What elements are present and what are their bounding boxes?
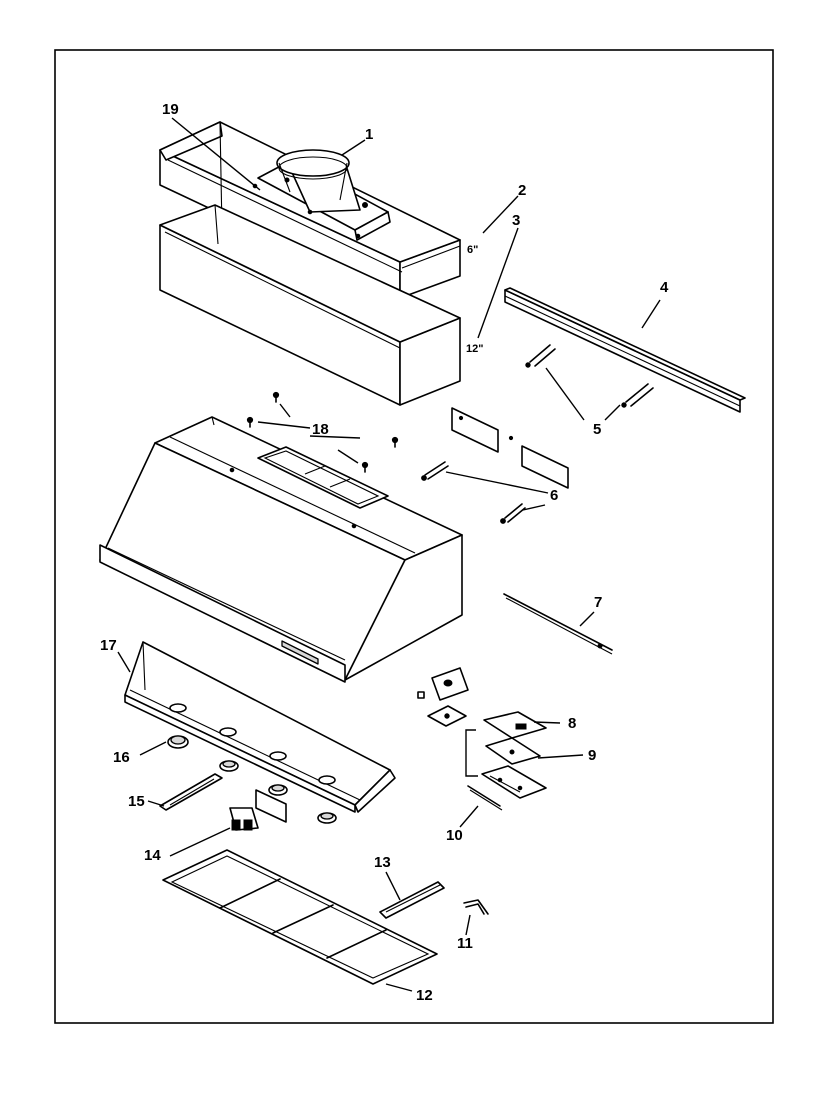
part-11-clip [463,899,489,915]
callout-9: 9 [588,747,596,764]
callout-3: 3 [512,212,520,229]
callout-1: 1 [365,126,373,143]
callout-13: 13 [374,854,391,871]
part-16-knobs [167,735,337,824]
leader-lines [117,117,661,992]
part-14-switch [229,789,287,831]
part-15-slider [159,773,223,811]
part-1-duct-collar [257,149,391,241]
callout-labels: 19 1 2 3 4 5 18 6 7 17 8 16 9 15 10 14 1… [100,101,669,1004]
callout-10: 10 [446,827,463,844]
part-5-screws [525,344,654,408]
callout-12: 12 [416,987,433,1004]
callout-4: 4 [660,279,669,296]
part-18-screws [246,391,399,473]
callout-16: 16 [113,749,130,766]
part-7-rod [503,593,613,655]
part-17-bottom-pan [124,641,396,813]
part-9-circuit-board [485,737,541,765]
callout-18: 18 [312,421,329,438]
dimension-labels: 6" 12" [466,244,483,355]
part-6-damper-plates [421,407,569,524]
part-8-control-board [483,711,547,739]
callout-8: 8 [568,715,576,732]
callout-5: 5 [593,421,601,438]
mounting-holes [252,183,361,239]
part-junction-box [417,667,469,727]
part-4-mounting-rail [504,287,746,413]
callout-15: 15 [128,793,145,810]
part-3-duct-cover-12in [159,204,461,406]
dim-12in: 12" [466,343,483,355]
range-hood-body [99,416,463,683]
callout-7: 7 [594,594,602,611]
callout-11: 11 [457,935,473,952]
part-8-9-bracket [465,729,478,777]
callout-2: 2 [518,182,526,199]
dim-6in: 6" [467,244,478,256]
callout-19: 19 [162,101,179,118]
callout-6: 6 [550,487,558,504]
part-13-filter-clip [379,881,445,919]
part-12-filter-screen [162,849,438,985]
callout-17: 17 [100,637,117,654]
callout-14: 14 [144,847,161,864]
part-10-wire-harness [467,785,503,811]
diagram-border [54,49,774,1024]
part-control-panel [481,765,547,799]
